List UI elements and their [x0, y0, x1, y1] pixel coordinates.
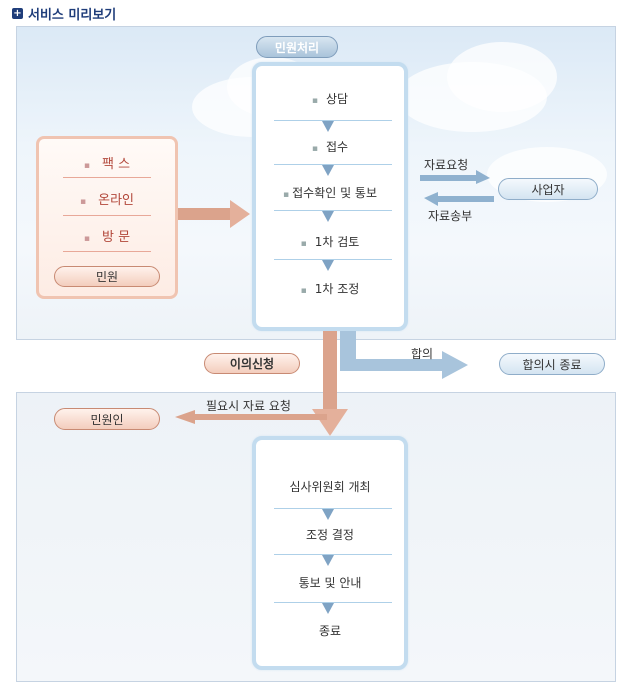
- process-step-5: ▪1차 조정: [300, 282, 360, 296]
- process-step-4: ▪1차 검토: [300, 235, 360, 249]
- plus-square-icon: +: [12, 7, 23, 19]
- complainant-label-text: 민원인: [90, 413, 124, 427]
- intake-box: ▪팩 스 ▪온라인 ▪방 문 민원: [36, 136, 178, 299]
- down-arrow-icon: [322, 509, 334, 520]
- down-arrow-icon: [322, 211, 334, 222]
- business-label-text: 사업자: [531, 183, 565, 197]
- request-label: 자료요청: [424, 158, 469, 172]
- intake-label-text: 민원: [95, 270, 119, 284]
- review-step-3: 통보 및 안내: [298, 576, 362, 590]
- down-arrow-icon: [322, 555, 334, 566]
- process-header-label: 민원처리: [274, 41, 320, 55]
- extra-request-arrow: [175, 410, 327, 424]
- agreement-end-label: 합의시 종료: [499, 353, 605, 375]
- page-title-text: 서비스 미리보기: [28, 7, 117, 23]
- review-step-1: 심사위원회 개최: [289, 480, 371, 494]
- send-arrow: [424, 192, 494, 206]
- process-header: 민원처리: [256, 36, 338, 58]
- request-arrow: [420, 170, 490, 184]
- intake-channel-online: ▪온라인: [80, 193, 134, 208]
- process-step-3: ▪접수확인 및 통보: [282, 186, 378, 200]
- business-label: 사업자: [498, 178, 598, 200]
- review-box: 심사위원회 개최 조정 결정 통보 및 안내 종료: [252, 436, 408, 670]
- objection-label-text: 이의신청: [229, 357, 275, 371]
- objection-label: 이의신청: [204, 353, 300, 374]
- intake-channel-fax: ▪팩 스: [83, 157, 131, 172]
- complainant-label: 민원인: [54, 408, 160, 430]
- down-arrow-icon: [322, 121, 334, 132]
- intake-label: 민원: [54, 266, 160, 287]
- extra-request-label: 필요시 자료 요청: [206, 399, 291, 413]
- agreement-end-label-text: 합의시 종료: [522, 358, 582, 372]
- page-title: + 서비스 미리보기: [12, 5, 117, 23]
- process-step-1: ▪상담: [311, 92, 349, 106]
- send-label: 자료송부: [428, 209, 473, 223]
- down-arrow-icon: [322, 260, 334, 271]
- process-step-2: ▪접수: [311, 140, 349, 154]
- review-step-4: 종료: [318, 624, 342, 638]
- agreement-label: 합의: [411, 347, 434, 361]
- down-arrow-icon: [322, 165, 334, 176]
- review-step-2: 조정 결정: [306, 528, 354, 542]
- process-box: ▪상담 ▪접수 ▪접수확인 및 통보 ▪1차 검토 ▪1차 조정: [252, 62, 408, 331]
- intake-channel-visit: ▪방 문: [83, 230, 131, 245]
- agreement-arrow: [340, 331, 468, 379]
- down-arrow-icon: [322, 603, 334, 614]
- intake-to-process-arrow: [178, 200, 250, 228]
